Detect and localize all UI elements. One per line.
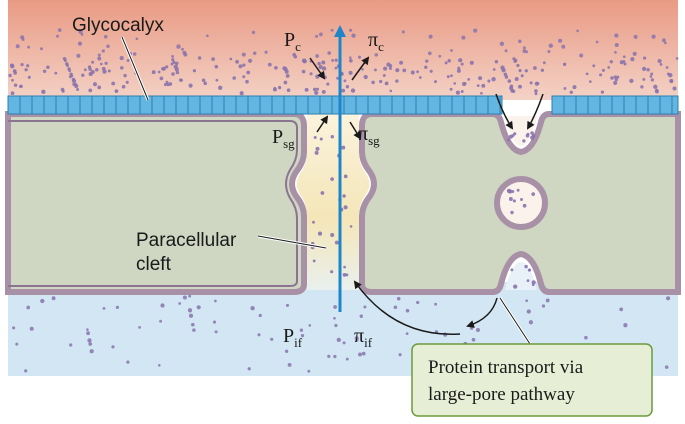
transport-vesicle bbox=[494, 176, 548, 230]
glycocalyx-label: Glycocalyx bbox=[72, 15, 164, 36]
pc-label: Pc bbox=[284, 29, 301, 54]
pisg-arrow bbox=[349, 121, 362, 140]
pic-label: πc bbox=[368, 29, 384, 54]
callout-line-1: Protein transport via bbox=[428, 357, 584, 378]
endothelial-cell-left bbox=[5, 111, 307, 295]
pif-label: Pif bbox=[283, 325, 303, 350]
vesicle-in-arrow-left bbox=[495, 93, 514, 130]
plasma-protein-particles bbox=[8, 28, 679, 374]
callout-line-2: large-pore pathway bbox=[428, 384, 575, 405]
cleft-label: cleft bbox=[136, 254, 172, 275]
pic-arrow bbox=[351, 56, 370, 81]
vesicle-in-arrow-right bbox=[527, 93, 544, 130]
protein-transport-callout: Protein transport via large-pore pathway bbox=[411, 343, 653, 417]
paracellular-label: Paracellular bbox=[136, 230, 237, 251]
pc-arrow bbox=[309, 57, 326, 80]
psg-label: Psg bbox=[272, 126, 295, 151]
pisg-label: πsg bbox=[358, 123, 380, 148]
vesicle-out-arrow bbox=[466, 297, 498, 328]
capillary-lumen bbox=[8, 0, 678, 100]
psg-arrow bbox=[316, 115, 329, 133]
pif-return-arrow bbox=[353, 280, 461, 335]
piif-label: πif bbox=[354, 325, 373, 350]
glycocalyx-layer bbox=[7, 95, 679, 115]
